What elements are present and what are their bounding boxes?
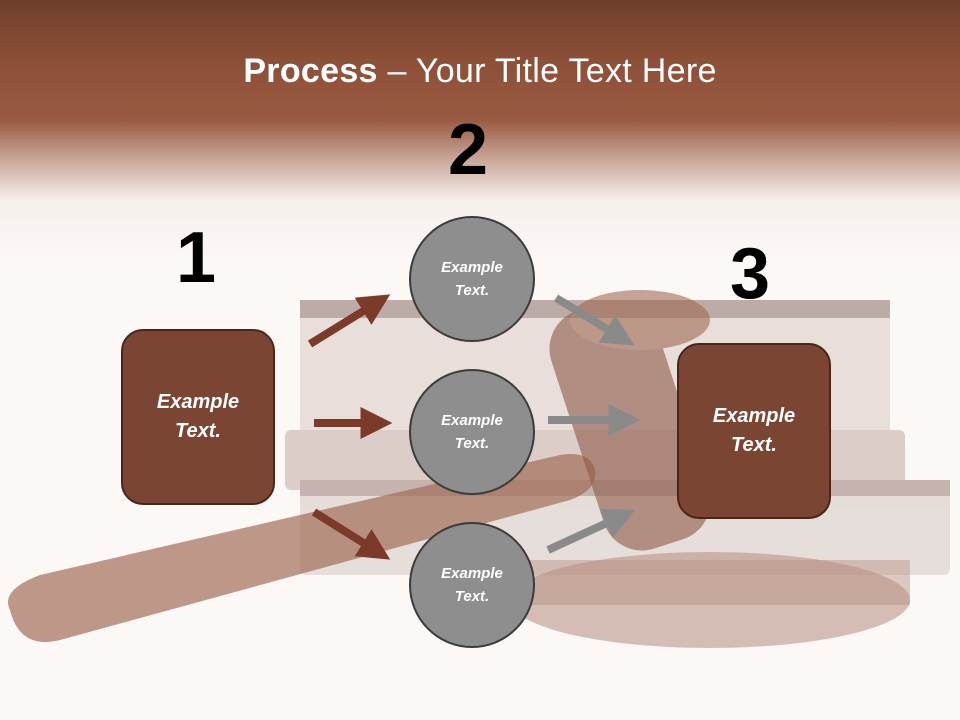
step-number-2: 2 <box>448 110 489 190</box>
circle-top-text: Example Text. <box>441 259 503 299</box>
title-rest: – Your Title Text Here <box>377 52 717 90</box>
arrow-top-to-box3 <box>553 294 635 346</box>
step-3-box: Example Text. <box>677 343 831 519</box>
step-2-circle-bottom: Example Text. <box>409 522 535 648</box>
arrow-box1-to-bottom <box>311 508 391 560</box>
step-number-1: 1 <box>176 218 217 298</box>
arrow-box1-to-top <box>307 294 391 348</box>
step-2-circle-middle: Example Text. <box>409 369 535 495</box>
step-number-3: 3 <box>730 234 771 314</box>
step-1-text: Example Text. <box>156 391 240 442</box>
step-1-box: Example Text. <box>121 329 275 505</box>
circle-middle-text: Example Text. <box>441 412 503 452</box>
circle-bottom-text: Example Text. <box>441 565 503 605</box>
step-3-text: Example Text. <box>712 405 796 456</box>
title-bold: Process <box>243 52 378 90</box>
slide-title: Process – Your Title Text Here <box>0 52 960 91</box>
arrow-bottom-to-box3 <box>546 508 636 554</box>
step-2-circle-top: Example Text. <box>409 216 535 342</box>
